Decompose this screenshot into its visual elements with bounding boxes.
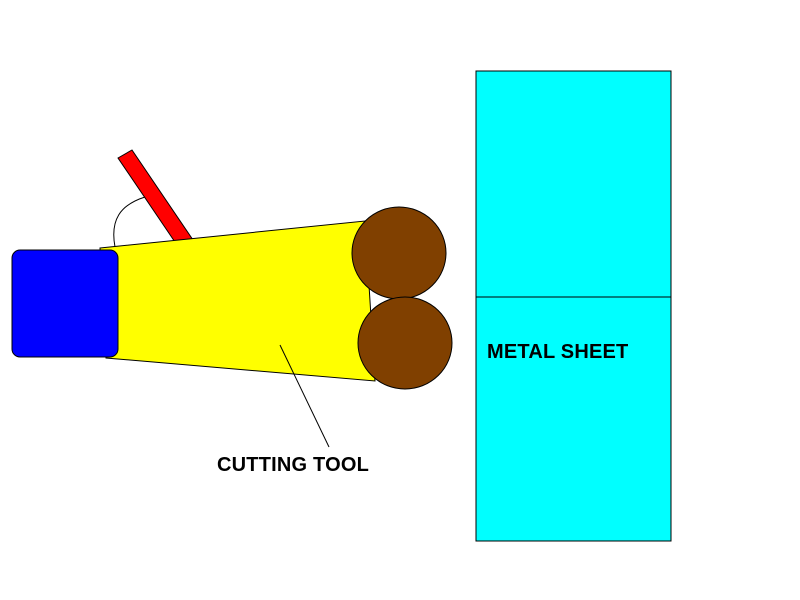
- lever-spring-wire: [113, 196, 146, 248]
- lever-bar-icon: [117, 149, 194, 249]
- handle-block-icon: [11, 249, 119, 358]
- cutting-tool-label: CUTTING TOOL: [217, 454, 370, 476]
- metal-sheet-lower-panel: [475, 296, 672, 542]
- lower-roller-icon: [357, 296, 453, 390]
- metal-sheet-label: METAL SHEET: [487, 341, 629, 363]
- upper-roller-icon: [351, 206, 447, 300]
- metal-sheet-upper-panel: [475, 70, 672, 298]
- cutting-tool-body: [99, 220, 376, 382]
- cutting-tool-leader-line: [279, 344, 330, 448]
